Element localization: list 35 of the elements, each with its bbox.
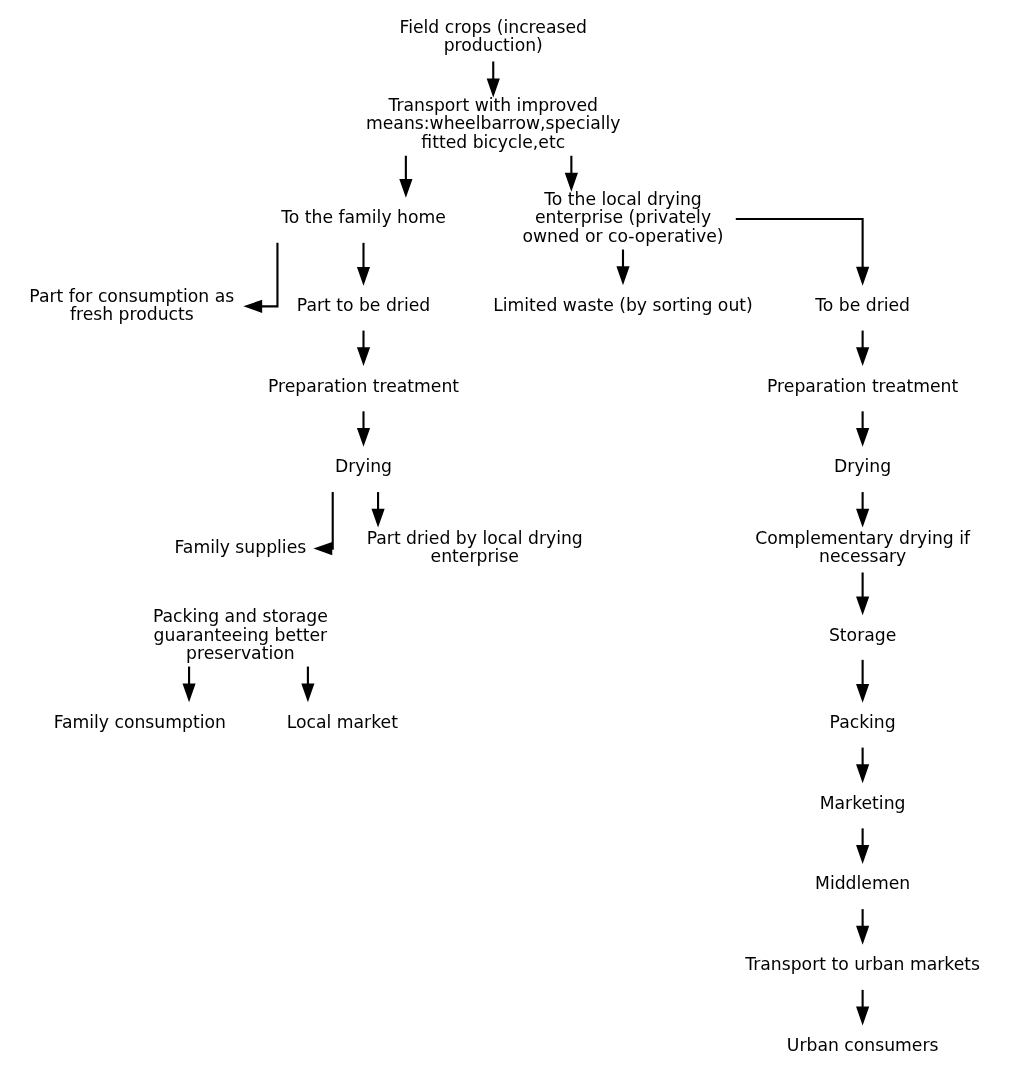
node-text: Local market [286,711,398,732]
node-text: Complementary drying if necessary [755,527,971,567]
arrow [486,61,500,98]
arrow [356,330,371,367]
node-text: Packing and storage guaranteeing better preservation [152,605,328,664]
arrow [399,155,413,198]
node-text: Transport to urban markets [745,954,980,975]
node-text: Family supplies [174,537,307,558]
arrow [356,242,371,286]
node-text: To the family home [281,207,446,228]
arrow [564,155,578,192]
node-text: Transport with improved means:wheelbarrow,specially fitted bicycle,etc [366,94,621,152]
node-text: Urban consumers [786,1034,939,1055]
node-text: Middlemen [815,873,911,894]
node-text: Part dried by local drying enterprise [366,527,583,567]
node-text: Drying [334,456,393,477]
node-text: Drying [834,456,892,477]
node-text: Packing [829,711,896,732]
arrow [856,659,870,703]
node-text: Storage [828,624,897,645]
arrow [356,411,371,447]
node-text: Limited waste (by sorting out) [493,294,753,315]
node-text: Preparation treatment [267,375,460,396]
node-text: Part to be dried [296,294,431,315]
node-text: Part for consumption as fresh products [29,285,235,325]
node-text: To the local drying enterprise (privately owned or co-operative) [522,188,724,246]
arrow [313,492,334,556]
arrow [735,217,870,286]
arrow [856,572,870,616]
node-text: Field crops (increased production) [399,16,587,56]
node-text: To be dried [815,294,911,315]
node-text: Family consumption [53,711,226,732]
node-text: Marketing [819,792,906,813]
node-text: Preparation treatment [767,375,959,396]
arrow [243,242,279,313]
